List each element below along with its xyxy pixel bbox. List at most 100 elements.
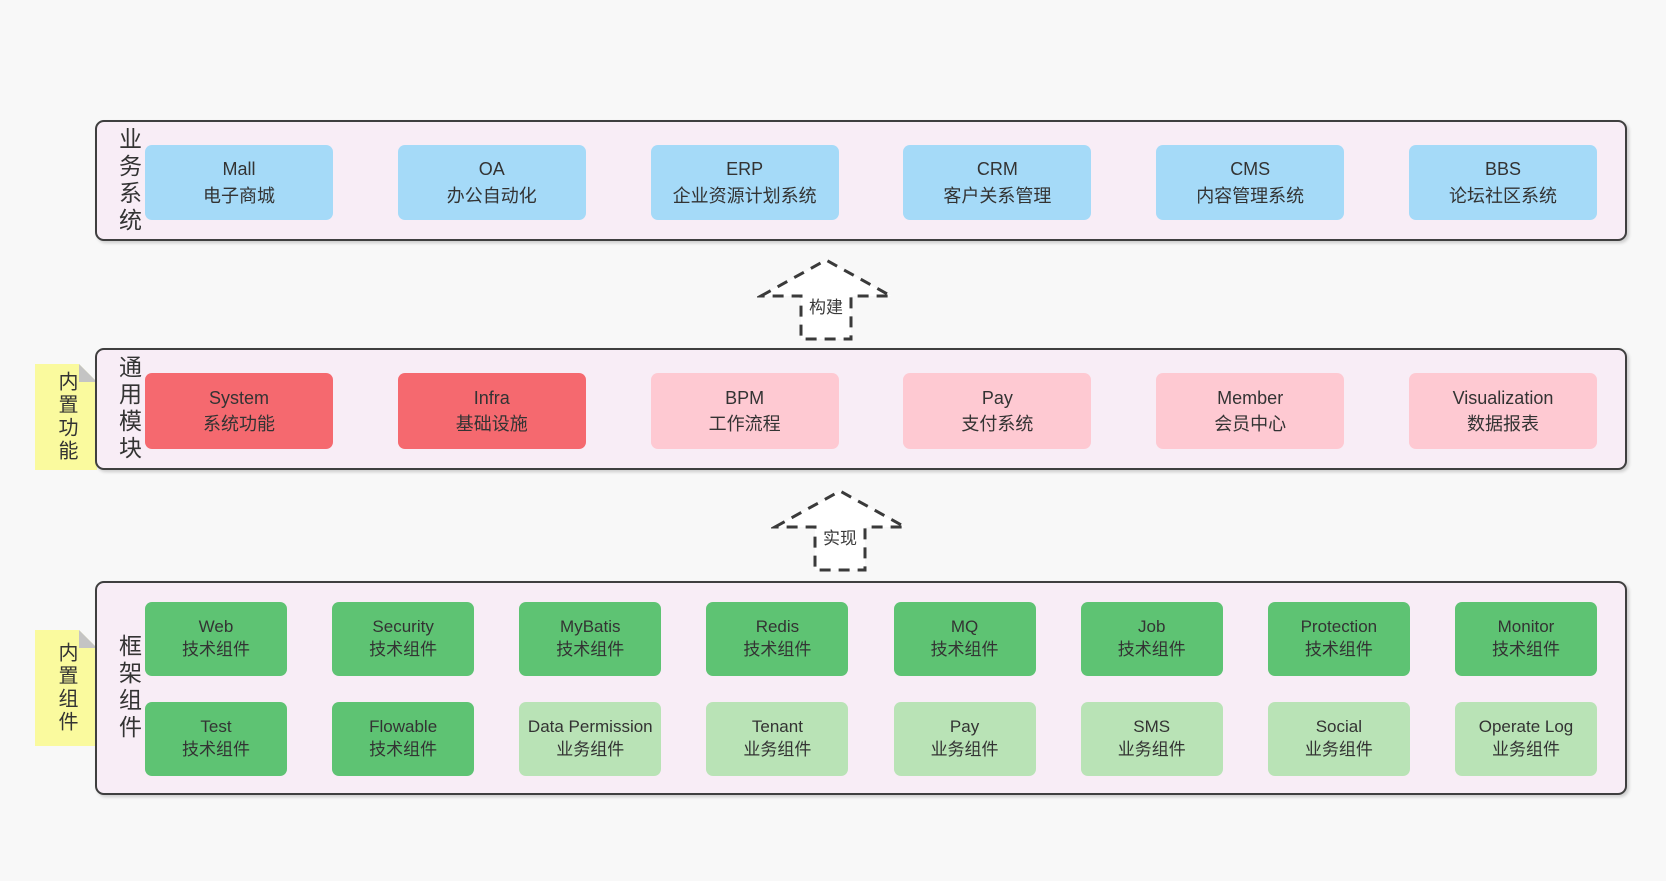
common-modules-panel: 通用模块 System 系统功能 Infra 基础设施 BPM 工作流程 Pay… bbox=[95, 348, 1627, 470]
framework-components-row-1: Web 技术组件 Security 技术组件 MyBatis 技术组件 Redi… bbox=[145, 602, 1597, 676]
box-subtitle: 技术组件 bbox=[1491, 640, 1560, 659]
box-subtitle: 技术组件 bbox=[743, 640, 812, 659]
box-subtitle: 系统功能 bbox=[203, 414, 275, 434]
box-title: Pay bbox=[949, 717, 980, 737]
arrow-implement: 实现 bbox=[771, 487, 909, 573]
box-redis: Redis 技术组件 bbox=[706, 602, 849, 676]
business-systems-panel: 业务系统 Mall 电子商城 OA 办公自动化 ERP 企业资源计划系统 CRM… bbox=[95, 120, 1627, 241]
box-subtitle: 电子商城 bbox=[203, 185, 275, 206]
box-subtitle: 业务组件 bbox=[1491, 740, 1560, 759]
box-title: Pay bbox=[981, 387, 1013, 408]
box-subtitle: 业务组件 bbox=[743, 740, 812, 759]
box-mq: MQ 技术组件 bbox=[893, 602, 1036, 676]
box-title: Data Permission bbox=[527, 717, 653, 737]
box-title: Mall bbox=[222, 159, 256, 180]
box-subtitle: 技术组件 bbox=[369, 640, 438, 659]
box-title: CMS bbox=[1230, 159, 1271, 180]
box-subtitle: 技术组件 bbox=[556, 640, 625, 659]
box-title: Member bbox=[1217, 387, 1284, 408]
box-title: ERP bbox=[726, 159, 764, 180]
box-title: BBS bbox=[1484, 159, 1521, 180]
side-label-text: 框架组件 bbox=[115, 634, 142, 742]
box-subtitle: 技术组件 bbox=[1304, 640, 1373, 659]
box-subtitle: 基础设施 bbox=[455, 414, 528, 434]
box-erp: ERP 企业资源计划系统 bbox=[650, 145, 839, 220]
box-title: MyBatis bbox=[560, 617, 621, 637]
box-system: System 系统功能 bbox=[145, 373, 333, 449]
box-title: Redis bbox=[755, 617, 800, 637]
sticky-note-text: 内置组件 bbox=[55, 642, 77, 734]
box-subtitle: 技术组件 bbox=[182, 640, 250, 659]
box-web: Web 技术组件 bbox=[145, 602, 287, 676]
box-subtitle: 数据报表 bbox=[1466, 414, 1539, 434]
box-subtitle: 内容管理系统 bbox=[1196, 185, 1305, 206]
sticky-note-built-in-functions: 内置功能 bbox=[35, 364, 97, 470]
common-modules-row: System 系统功能 Infra 基础设施 BPM 工作流程 Pay 支付系统… bbox=[145, 373, 1597, 449]
arrow-implement-label: 实现 bbox=[820, 524, 860, 549]
box-subtitle: 技术组件 bbox=[369, 740, 438, 759]
box-infra: Infra 基础设施 bbox=[397, 373, 586, 449]
business-systems-row: Mall 电子商城 OA 办公自动化 ERP 企业资源计划系统 CRM 客户关系… bbox=[145, 145, 1597, 220]
box-title: Operate Log bbox=[1478, 717, 1574, 737]
box-subtitle: 工作流程 bbox=[708, 414, 781, 434]
box-subtitle: 技术组件 bbox=[930, 640, 999, 659]
box-subtitle: 业务组件 bbox=[556, 740, 625, 759]
box-visualization: Visualization 数据报表 bbox=[1408, 373, 1597, 449]
box-protection: Protection 技术组件 bbox=[1267, 602, 1410, 676]
box-oa: OA 办公自动化 bbox=[397, 145, 586, 220]
box-mybatis: MyBatis 技术组件 bbox=[519, 602, 662, 676]
box-title: MQ bbox=[950, 617, 979, 637]
box-crm: CRM 客户关系管理 bbox=[903, 145, 1092, 220]
framework-components-side-label: 框架组件 bbox=[111, 583, 145, 793]
box-mall: Mall 电子商城 bbox=[145, 145, 333, 220]
box-subtitle: 业务组件 bbox=[1117, 740, 1186, 759]
box-subtitle: 企业资源计划系统 bbox=[672, 185, 817, 206]
box-member: Member 会员中心 bbox=[1156, 373, 1345, 449]
box-subtitle: 论坛社区系统 bbox=[1448, 185, 1557, 206]
box-subtitle: 技术组件 bbox=[182, 740, 250, 759]
box-subtitle: 会员中心 bbox=[1214, 414, 1287, 434]
box-title: Flowable bbox=[369, 717, 438, 737]
box-title: Security bbox=[372, 617, 434, 637]
box-subtitle: 办公自动化 bbox=[446, 185, 537, 206]
box-title: Web bbox=[198, 617, 234, 637]
box-title: System bbox=[208, 387, 269, 408]
business-systems-side-label: 业务系统 bbox=[111, 122, 145, 239]
box-title: Social bbox=[1315, 717, 1362, 737]
box-flowable: Flowable 技术组件 bbox=[332, 702, 475, 776]
folded-corner-icon bbox=[79, 364, 97, 382]
arrow-build: 构建 bbox=[757, 256, 895, 342]
box-security: Security 技术组件 bbox=[332, 602, 475, 676]
box-title: SMS bbox=[1133, 717, 1171, 737]
sticky-note-built-in-components: 内置组件 bbox=[35, 630, 97, 746]
common-modules-side-label: 通用模块 bbox=[111, 350, 145, 468]
framework-components-row-2: Test 技术组件 Flowable 技术组件 Data Permission … bbox=[145, 702, 1597, 776]
box-job: Job 技术组件 bbox=[1080, 602, 1223, 676]
box-title: Visualization bbox=[1452, 387, 1554, 408]
folded-corner-icon bbox=[79, 630, 97, 648]
box-subtitle: 技术组件 bbox=[1117, 640, 1186, 659]
box-title: Protection bbox=[1300, 617, 1378, 637]
box-bpm: BPM 工作流程 bbox=[650, 373, 839, 449]
box-subtitle: 业务组件 bbox=[1304, 740, 1373, 759]
box-title: Tenant bbox=[751, 717, 803, 737]
box-bbs: BBS 论坛社区系统 bbox=[1408, 145, 1597, 220]
box-tenant: Tenant 业务组件 bbox=[706, 702, 849, 776]
box-subtitle: 业务组件 bbox=[930, 740, 999, 759]
box-title: OA bbox=[478, 159, 505, 180]
box-operate-log: Operate Log 业务组件 bbox=[1454, 702, 1597, 776]
box-subtitle: 支付系统 bbox=[961, 414, 1034, 434]
side-label-text: 业务系统 bbox=[115, 126, 142, 235]
side-label-text: 通用模块 bbox=[115, 355, 142, 463]
box-data-permission: Data Permission 业务组件 bbox=[519, 702, 662, 776]
box-monitor: Monitor 技术组件 bbox=[1454, 602, 1597, 676]
box-subtitle: 客户关系管理 bbox=[943, 185, 1052, 206]
arrow-build-label: 构建 bbox=[806, 293, 846, 318]
box-cms: CMS 内容管理系统 bbox=[1156, 145, 1345, 220]
box-title: Infra bbox=[473, 387, 510, 408]
box-sms: SMS 业务组件 bbox=[1080, 702, 1223, 776]
sticky-note-text: 内置功能 bbox=[55, 371, 77, 463]
box-title: Test bbox=[200, 717, 232, 737]
box-title: Monitor bbox=[1497, 617, 1555, 637]
box-pay-system: Pay 支付系统 bbox=[903, 373, 1092, 449]
